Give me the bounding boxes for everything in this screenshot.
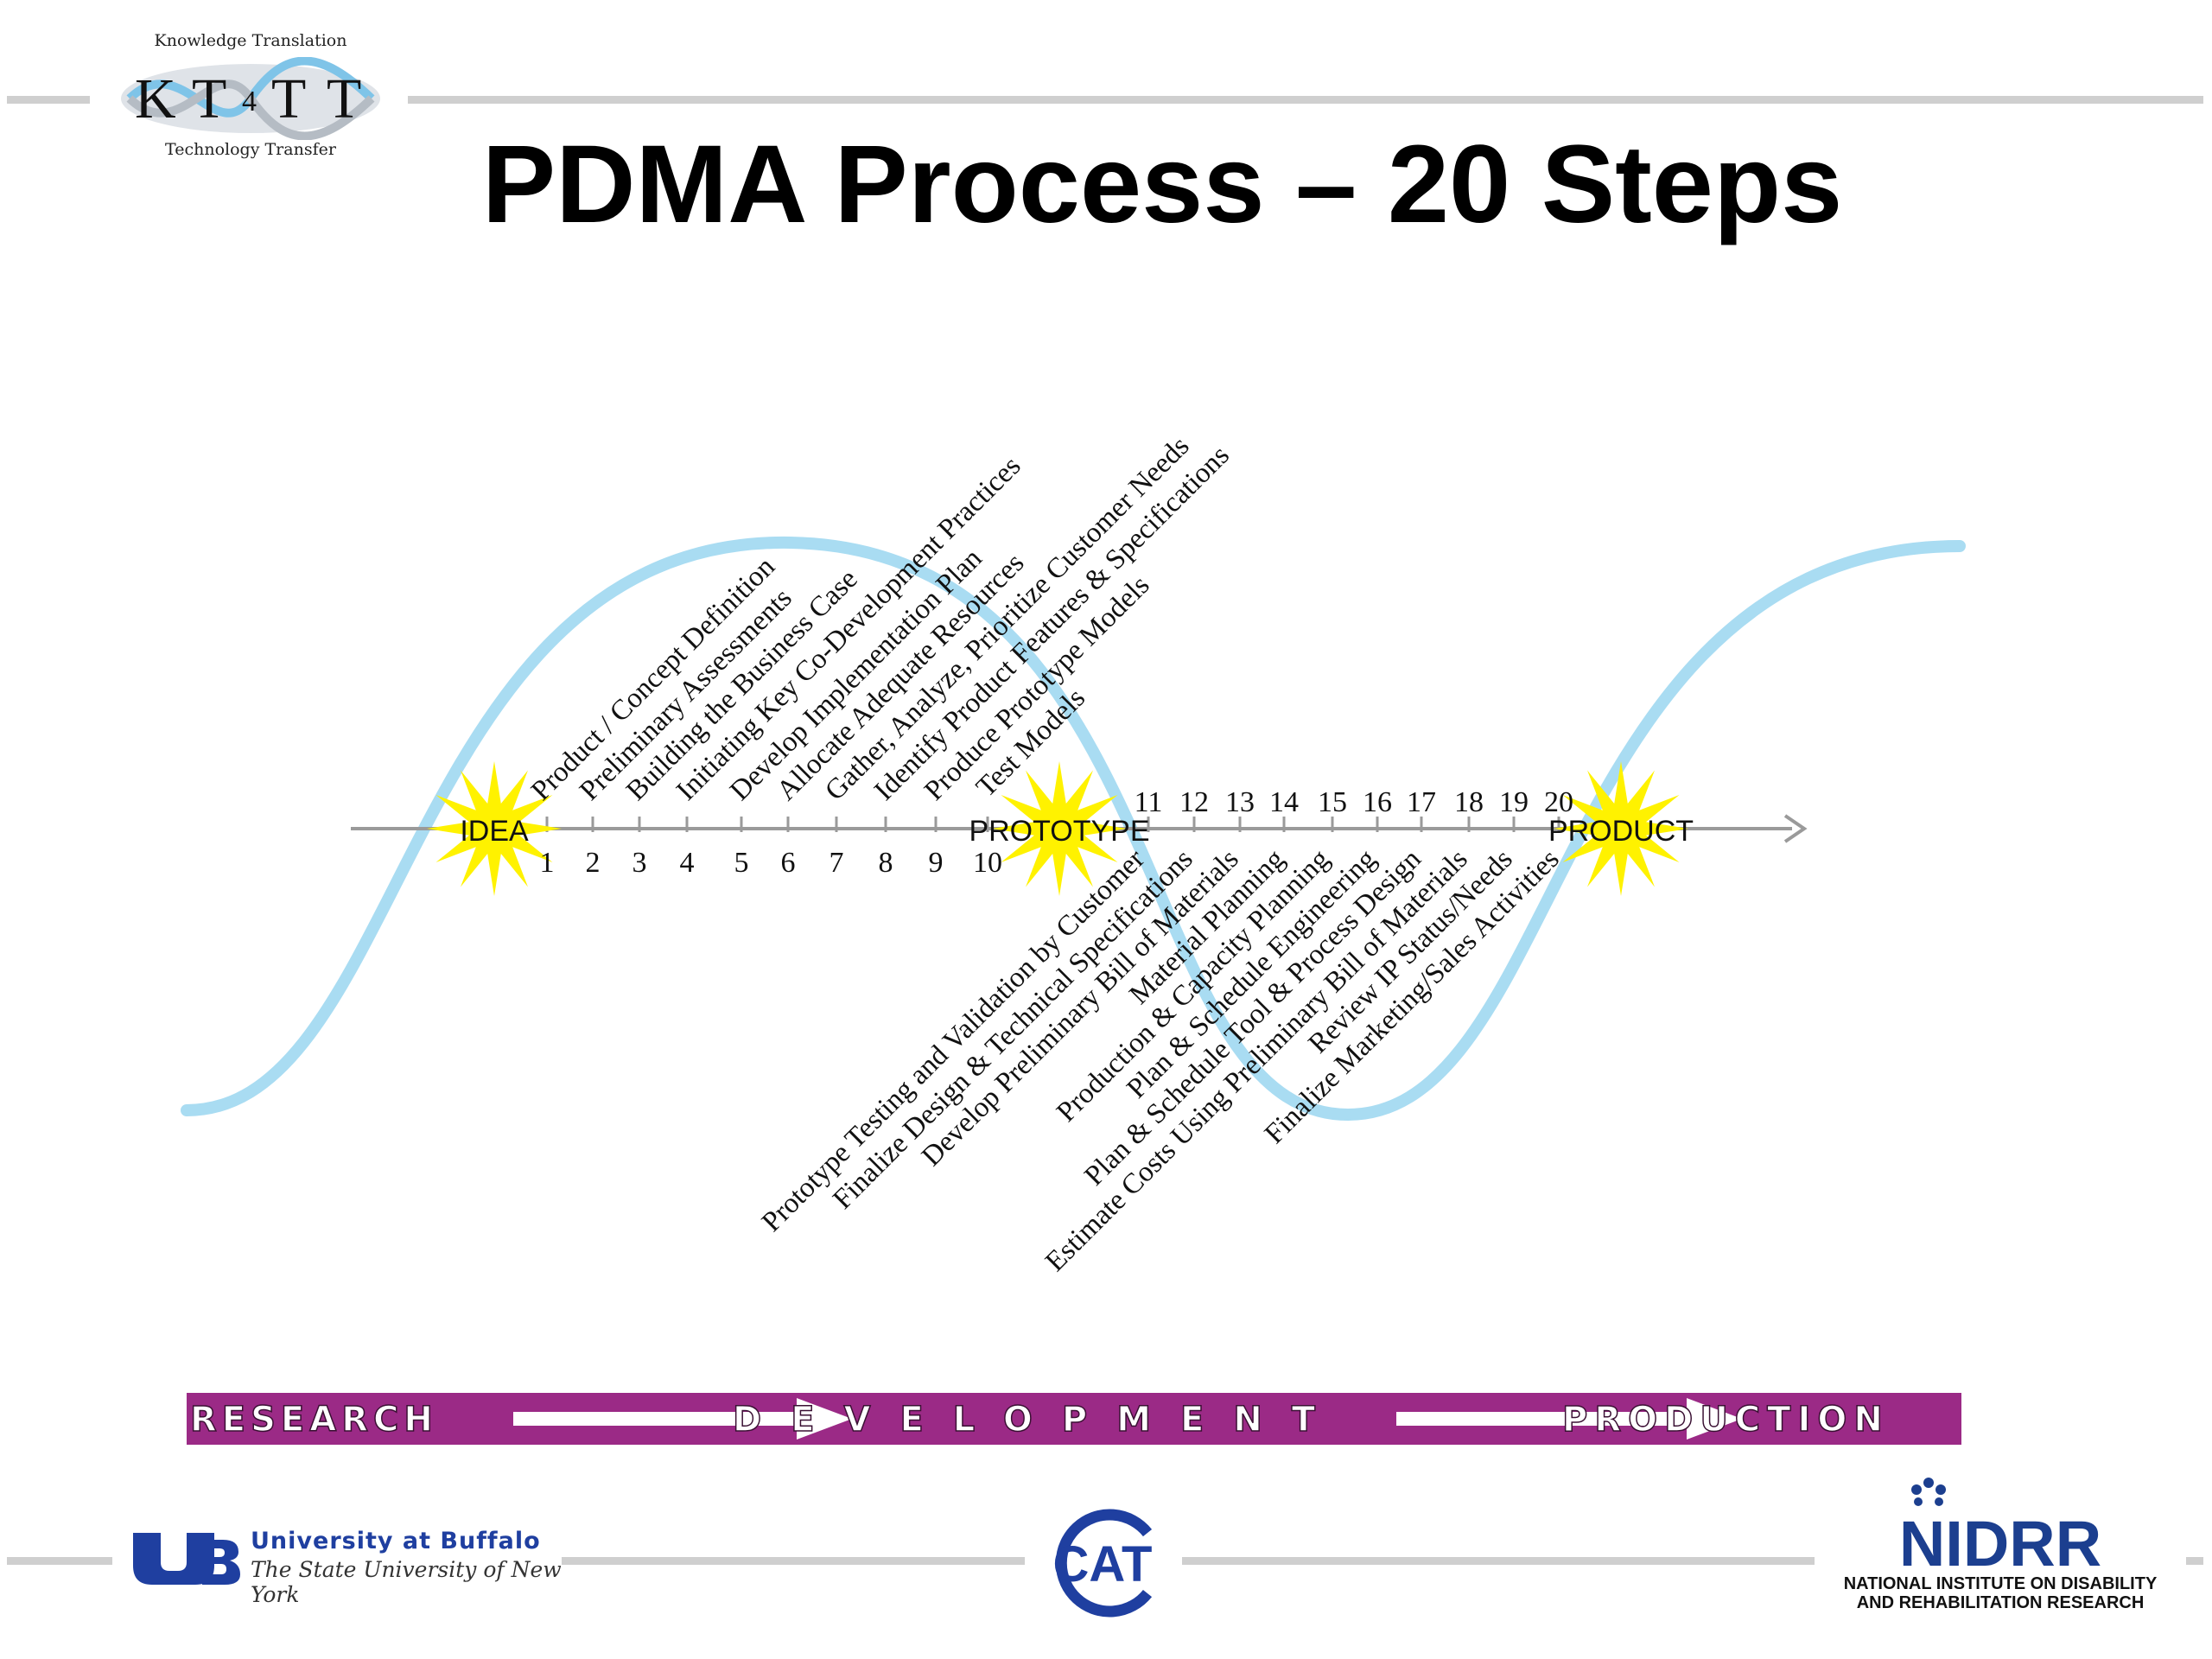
- nidrr-logo: NIDRR NATIONAL INSTITUTE ON DISABILITY A…: [1815, 1478, 2186, 1624]
- step-number: 8: [879, 847, 893, 879]
- logo-letter-4: 4: [242, 86, 257, 118]
- step-number: 11: [1135, 786, 1163, 818]
- nidrr-line-2: AND REHABILITATION RESEARCH: [1856, 1593, 2145, 1612]
- cat-text: CAT: [1053, 1536, 1153, 1592]
- idea-star: [427, 761, 562, 896]
- logo-top-text: Knowledge Translation: [154, 31, 347, 50]
- ub-name: University at Buffalo: [251, 1528, 541, 1554]
- step-number: 17: [1407, 786, 1436, 818]
- phase-banner-graphic: RESEARCH DEVELOPMENT PRODUCTION: [189, 1398, 1890, 1440]
- step-number: 9: [929, 847, 944, 879]
- step-number: 19: [1499, 786, 1529, 818]
- prototype-star: [992, 761, 1127, 896]
- step-number: 18: [1454, 786, 1484, 818]
- ub-monogram-icon: [133, 1533, 240, 1585]
- kt4tt-logo: Knowledge Translation K T 4 T T Technolo…: [112, 31, 389, 169]
- phase-arrow: [513, 1398, 852, 1440]
- nidrr-dots-icon: [1911, 1478, 1946, 1506]
- milestone-label: PRODUCT: [1548, 815, 1694, 848]
- step-number: 7: [830, 847, 844, 879]
- step-number: 6: [781, 847, 796, 879]
- header-rule-left: [7, 96, 90, 104]
- ub-subtitle: The State University of New York: [251, 1557, 562, 1607]
- step-number: 12: [1179, 786, 1209, 818]
- slide-title: PDMA Process – 20 Steps: [481, 123, 1843, 246]
- s-curve: [181, 536, 1966, 1122]
- phase-arrow: [1396, 1398, 1742, 1440]
- cat-logo: CAT: [1046, 1507, 1175, 1619]
- logo-letter-k: K: [135, 67, 176, 130]
- header-rule-right: [408, 96, 2203, 104]
- ub-logo: University at Buffalo The State Universi…: [130, 1528, 562, 1607]
- nidrr-name: NIDRR: [1898, 1508, 2102, 1580]
- logo-letter-t2: T: [271, 67, 306, 130]
- logo-helix-graphic: K T 4 T T: [121, 57, 380, 140]
- product-star: [1554, 761, 1688, 896]
- step-number: 13: [1225, 786, 1255, 818]
- nidrr-line-1: NATIONAL INSTITUTE ON DISABILITY: [1843, 1574, 2158, 1593]
- milestone-label: PROTOTYPE: [969, 815, 1149, 848]
- milestone-label: IDEA: [460, 815, 529, 848]
- pdma-curve: [181, 536, 1966, 1122]
- footer-rule-3: [1182, 1557, 1865, 1565]
- step-number: 4: [680, 847, 695, 879]
- phase-banner: RESEARCH DEVELOPMENT PRODUCTION: [187, 1393, 1961, 1445]
- step-number: 1: [540, 847, 555, 879]
- footer-rule-1: [7, 1557, 112, 1565]
- axis-arrowhead: [1783, 814, 1808, 843]
- step-number: 10: [973, 847, 1002, 879]
- logo-letter-t1: T: [192, 67, 226, 130]
- cat-logo-graphic: CAT: [1053, 1509, 1153, 1618]
- step-number: 2: [586, 847, 601, 879]
- footer-rule-2: [562, 1557, 1025, 1565]
- step-number: 15: [1318, 786, 1347, 818]
- milestone-stars: IDEA PROTOTYPE PRODUCT: [427, 761, 1694, 896]
- step-number: 14: [1269, 786, 1299, 818]
- phase-label: RESEARCH: [190, 1400, 438, 1440]
- step-number: 3: [632, 847, 647, 879]
- logo-bottom-text: Technology Transfer: [165, 140, 336, 159]
- step-number: 5: [734, 847, 749, 879]
- logo-letter-t3: T: [327, 67, 361, 130]
- phase-label: PRODUCTION: [1562, 1400, 1890, 1440]
- step-number: 16: [1363, 786, 1392, 818]
- phase-label: DEVELOPMENT: [733, 1400, 1344, 1440]
- step-number: 20: [1544, 786, 1573, 818]
